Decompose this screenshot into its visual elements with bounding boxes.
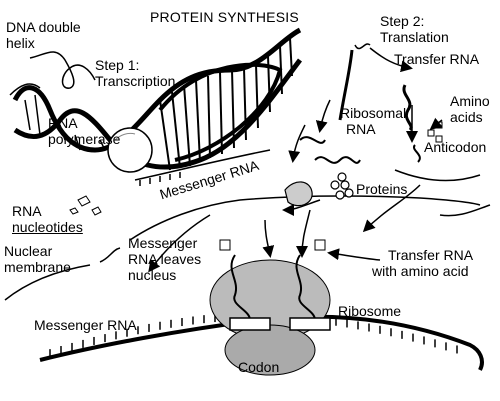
label-amino-acids-line1: Amino <box>450 93 490 109</box>
label-ribosomal-rna-line1: Ribosomal <box>340 105 407 121</box>
ribosomal-rna-squiggle <box>299 49 361 164</box>
page-title: PROTEIN SYNTHESIS <box>150 9 299 25</box>
label-rna-polymerase-line1: RNA <box>48 115 78 131</box>
label-mrna-leaves-line2: RNA leaves <box>128 251 202 267</box>
rna-polymerase <box>107 127 153 173</box>
label-codon: Codon <box>238 359 280 375</box>
label-step1-line2: Transcription <box>95 73 176 89</box>
protein-blobs <box>284 172 354 207</box>
label-step2-line1: Step 2: <box>380 13 425 29</box>
label-proteins: Proteins <box>356 181 408 197</box>
trna-on-ribosome <box>219 239 331 331</box>
process-arrows <box>148 47 443 273</box>
label-nuclear-membrane-line1: Nuclear <box>4 243 53 259</box>
label-mrna-leaves-line3: nucleus <box>128 267 177 283</box>
label-ribosome: Ribosome <box>338 303 402 319</box>
label-nuclear-membrane-line2: membrane <box>4 259 71 275</box>
label-step1-line1: Step 1: <box>95 57 140 73</box>
dna-double-helix <box>12 27 303 171</box>
mrna-transcript-strand <box>134 149 271 186</box>
label-messenger-rna-bottom: Messenger RNA <box>34 317 137 333</box>
label-mrna-leaves-line1: Messenger <box>128 235 198 251</box>
label-dna-double-helix-line1: DNA double <box>6 19 81 35</box>
label-ribosomal-rna-line2: RNA <box>346 121 376 137</box>
label-anticodon: Anticodon <box>424 139 487 155</box>
rna-nucleotide-pieces <box>69 195 102 216</box>
label-transfer-rna-with-amino-line2: with amino acid <box>372 263 469 279</box>
label-rna-polymerase-line2: polymerase <box>48 131 121 147</box>
label-rna-nucleotides-line1: RNA <box>12 203 42 219</box>
dna-helix-loop <box>9 51 96 96</box>
label-amino-acids-line2: acids <box>450 109 483 125</box>
label-step2-line2: Translation <box>380 29 449 45</box>
label-transfer-rna: Transfer RNA <box>394 51 480 67</box>
trna-strand-top <box>354 43 491 217</box>
label-rna-nucleotides-line2: nucleotides <box>12 219 83 235</box>
label-transfer-rna-with-amino-line1: Transfer RNA <box>388 247 474 263</box>
label-dna-double-helix-line2: helix <box>6 35 35 51</box>
